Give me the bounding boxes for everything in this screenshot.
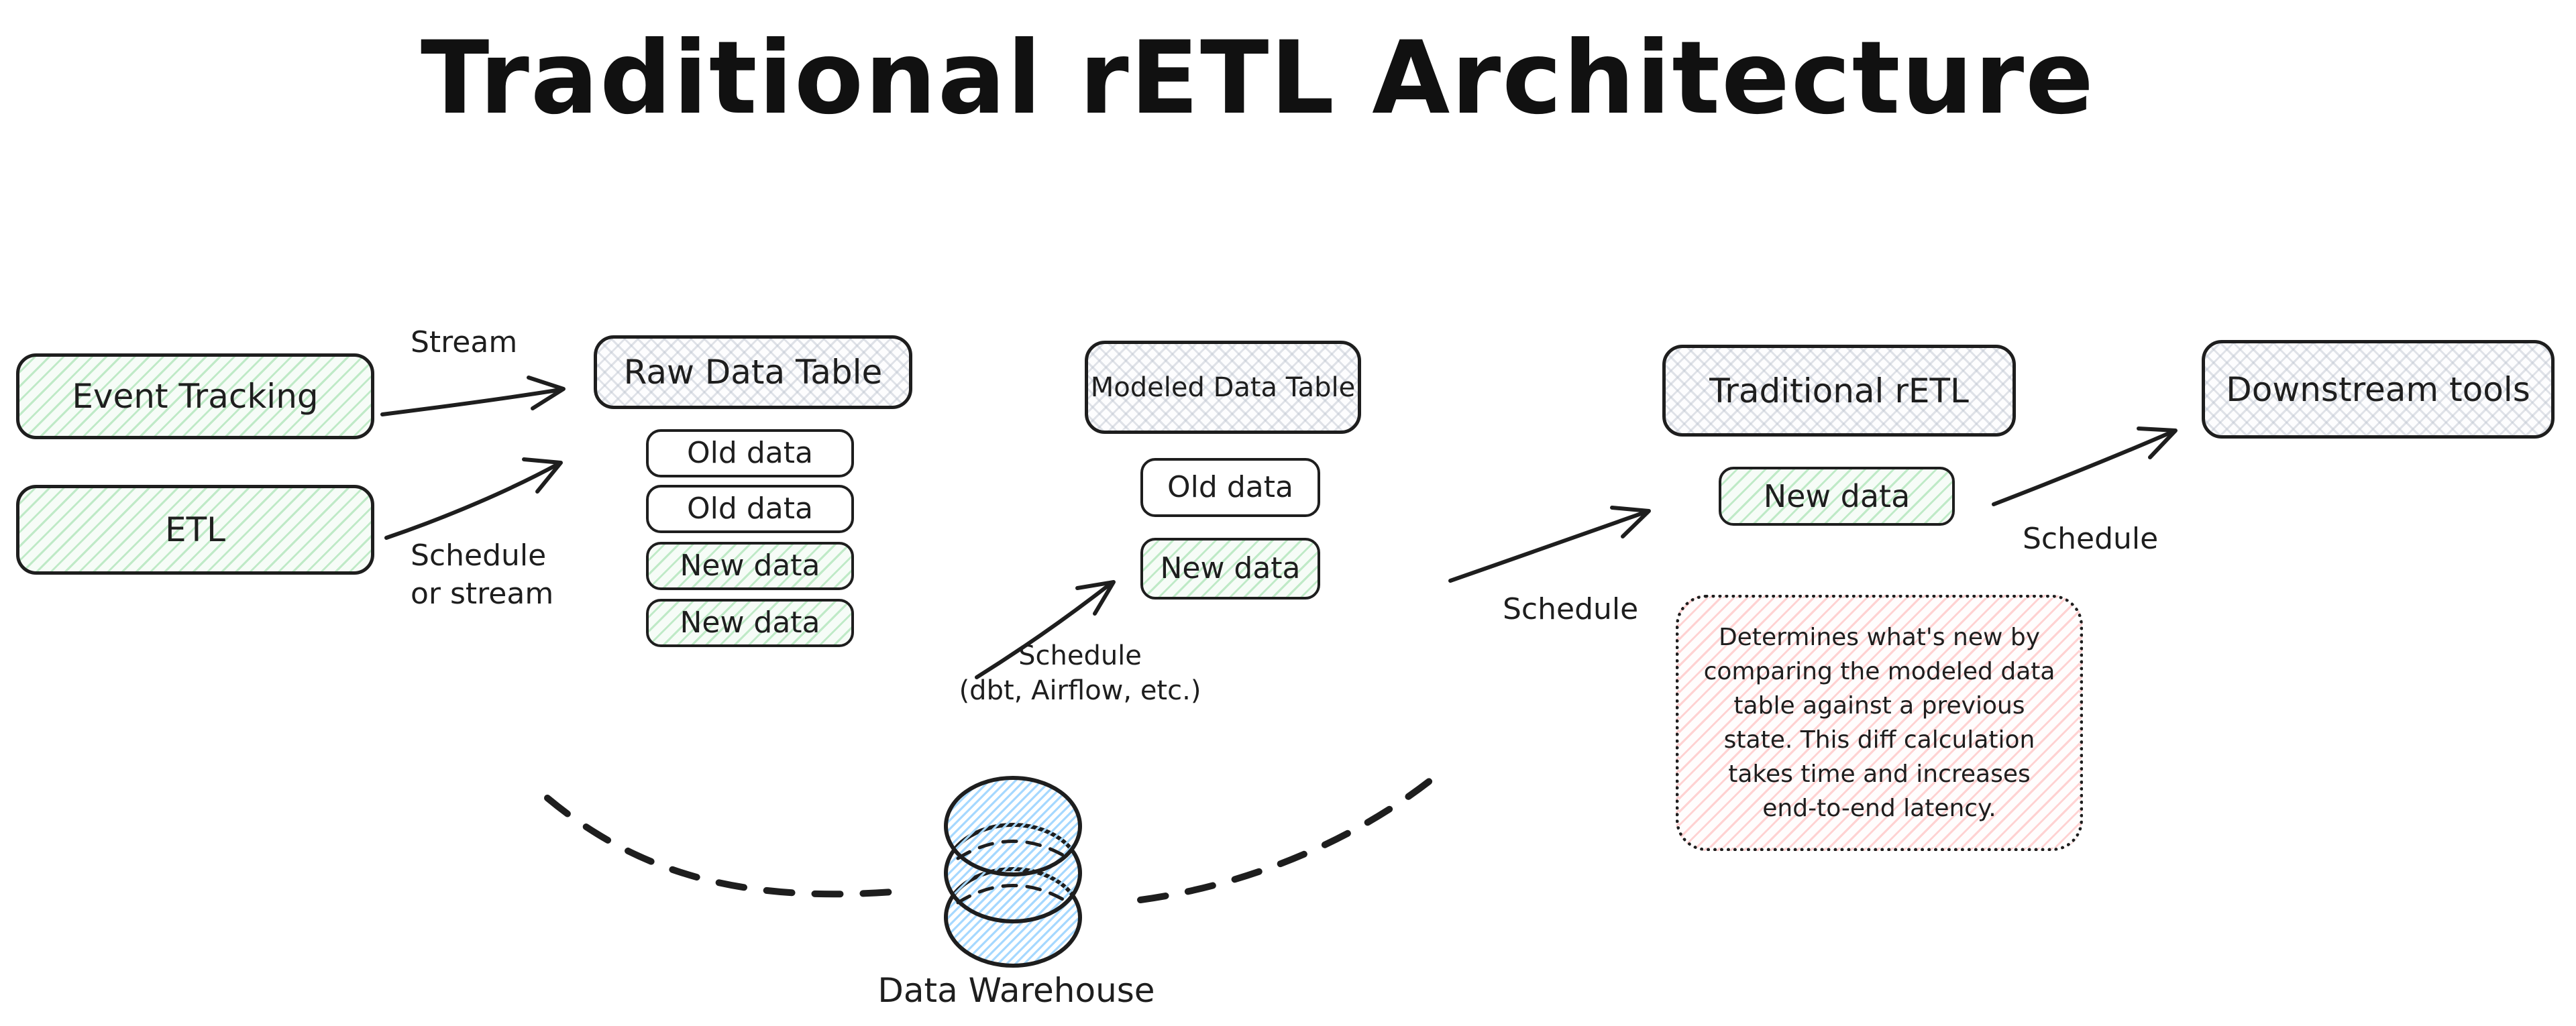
modeled-row-new: New data	[1140, 538, 1320, 600]
latency-note-line3: table against a previous	[1733, 691, 2025, 720]
modeled-row-new-label: New data	[1160, 551, 1301, 585]
diagram-title: Traditional rETL Architecture	[421, 20, 2095, 137]
arrow-schedule-right	[1992, 426, 2178, 506]
arrow-schedule-mid	[1448, 506, 1651, 583]
node-traditional-retl: Traditional rETL	[1662, 345, 2016, 437]
raw-row-new-1-label: New data	[680, 549, 820, 583]
raw-row-new-2-label: New data	[680, 606, 820, 640]
arrow-schedule-or-stream	[384, 457, 563, 540]
edge-label-stream: Stream	[411, 325, 518, 359]
node-event-tracking-label: Event Tracking	[72, 377, 319, 416]
edge-label-schedule-or-stream-line2: or stream	[411, 577, 554, 612]
node-modeled-data-table-label: Modeled Data Table	[1090, 372, 1356, 403]
node-raw-data-table-label: Raw Data Table	[623, 353, 883, 392]
edge-label-schedule-or-stream-line1: Schedule	[411, 538, 547, 573]
raw-row-old-2: Old data	[646, 485, 854, 533]
modeled-row-old-label: Old data	[1167, 470, 1293, 504]
node-downstream-tools: Downstream tools	[2202, 340, 2555, 439]
edge-label-schedule-or-stream: Schedule or stream	[411, 536, 553, 613]
node-etl-label: ETL	[165, 510, 225, 549]
data-warehouse-label: Data Warehouse	[877, 971, 1155, 1010]
arrow-stream	[380, 376, 566, 416]
node-traditional-retl-label: Traditional rETL	[1709, 371, 1969, 410]
warehouse-dashed-curve-right	[1137, 772, 1440, 903]
edge-label-schedule-mid: Schedule	[1503, 592, 1639, 626]
edge-label-schedule-dbt-line1: Schedule	[1018, 640, 1142, 671]
retl-row-new-label: New data	[1763, 478, 1911, 514]
retl-row-new: New data	[1719, 467, 1955, 526]
raw-row-new-2: New data	[646, 599, 854, 647]
modeled-row-old: Old data	[1140, 458, 1320, 517]
latency-note-line4: state. This diff calculation	[1723, 726, 2035, 754]
arrow-schedule-dbt	[975, 580, 1116, 679]
raw-row-old-2-label: Old data	[687, 492, 813, 526]
data-warehouse-icon	[944, 776, 1082, 968]
edge-label-schedule-dbt-line2: (dbt, Airflow, etc.)	[959, 675, 1201, 706]
node-etl: ETL	[16, 485, 374, 575]
raw-row-old-1-label: Old data	[687, 436, 813, 470]
node-modeled-data-table: Modeled Data Table	[1085, 341, 1361, 434]
latency-note-line6: end-to-end latency.	[1762, 795, 1996, 823]
edge-label-schedule-right: Schedule	[2023, 522, 2159, 556]
edge-label-schedule-dbt: Schedule (dbt, Airflow, etc.)	[932, 638, 1228, 708]
raw-row-old-1: Old data	[646, 429, 854, 477]
warehouse-dashed-curve-left	[544, 795, 896, 898]
latency-note-line2: comparing the modeled data	[1703, 657, 2055, 685]
node-event-tracking: Event Tracking	[16, 353, 374, 439]
latency-note: Determines what's new by comparing the m…	[1676, 595, 2083, 851]
node-downstream-tools-label: Downstream tools	[2226, 369, 2530, 409]
latency-note-line5: takes time and increases	[1728, 760, 2031, 789]
raw-row-new-1: New data	[646, 542, 854, 590]
latency-note-line1: Determines what's new by	[1718, 623, 2041, 651]
node-raw-data-table: Raw Data Table	[594, 335, 912, 409]
